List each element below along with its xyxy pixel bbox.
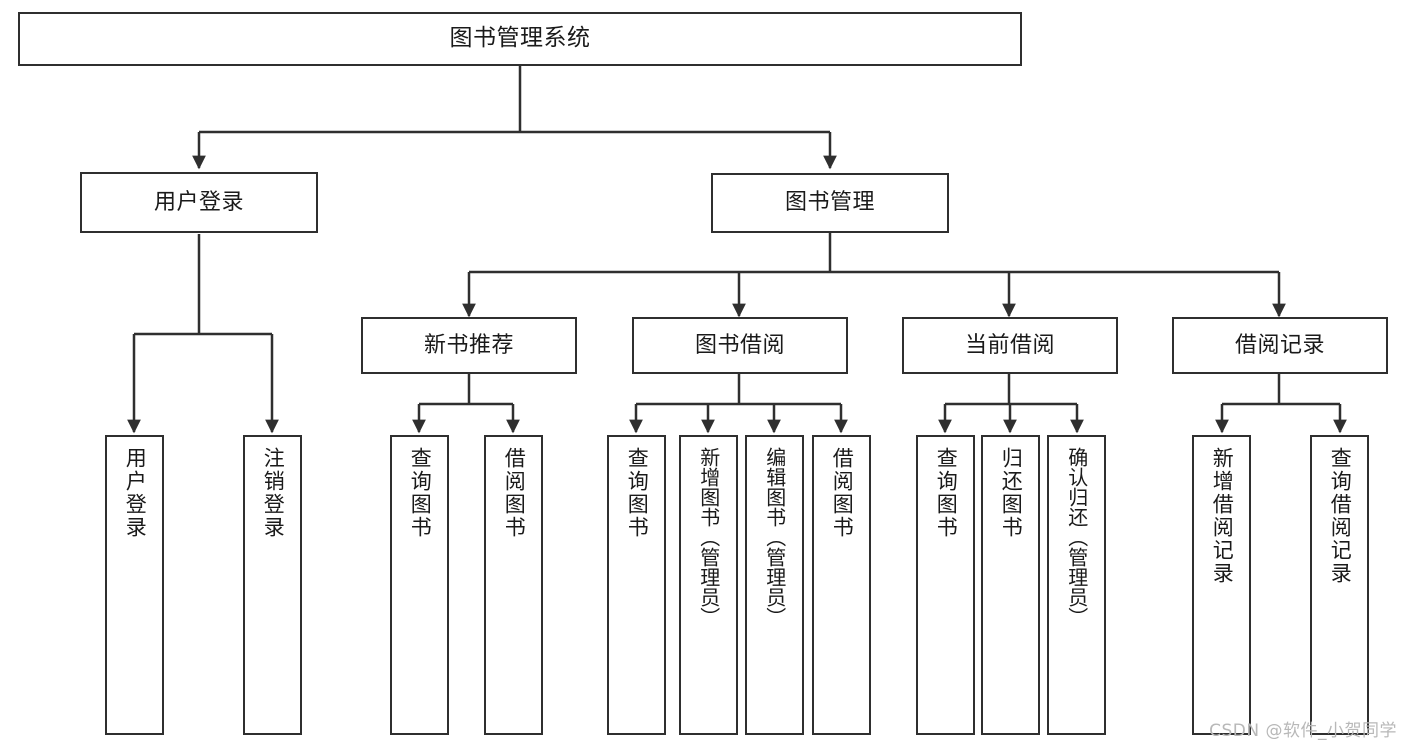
csdn-watermark: CSDN @软件_小贺同学 xyxy=(1209,721,1397,741)
node-book-management[interactable]: 图书管理 xyxy=(711,173,949,233)
leaf-confirm-return-admin[interactable]: 确认归还（管理员） xyxy=(1047,435,1106,735)
leaf-query-borrow-record[interactable]: 查询借阅记录 xyxy=(1310,435,1369,735)
node-label: 用户登录 xyxy=(123,447,148,539)
node-label: 借阅记录 xyxy=(1234,332,1325,358)
node-label: 图书管理系统 xyxy=(449,25,591,52)
node-label: 用户登录 xyxy=(153,189,244,215)
node-label: 新书推荐 xyxy=(423,332,514,358)
leaf-query-books-new[interactable]: 查询图书 xyxy=(390,435,449,735)
leaf-user-login[interactable]: 用户登录 xyxy=(105,435,164,735)
leaf-edit-book-admin[interactable]: 编辑图书（管理员） xyxy=(745,435,804,735)
node-label: 查询图书 xyxy=(625,447,650,539)
leaf-add-borrow-record[interactable]: 新增借阅记录 xyxy=(1192,435,1251,735)
node-label: 新增图书（管理员） xyxy=(696,447,721,627)
node-label: 借阅图书 xyxy=(830,447,855,539)
node-label: 查询借阅记录 xyxy=(1328,447,1353,585)
leaf-query-books-borrow[interactable]: 查询图书 xyxy=(607,435,666,735)
node-root-book-management-system[interactable]: 图书管理系统 xyxy=(18,12,1022,66)
node-label: 当前借阅 xyxy=(964,332,1055,358)
node-book-borrowing[interactable]: 图书借阅 xyxy=(632,317,848,374)
node-label: 注销登录 xyxy=(261,447,286,539)
node-label: 图书借阅 xyxy=(694,332,785,358)
leaf-add-book-admin[interactable]: 新增图书（管理员） xyxy=(679,435,738,735)
node-label: 查询图书 xyxy=(408,447,433,539)
node-label: 查询图书 xyxy=(934,447,959,539)
node-new-book-recommendation[interactable]: 新书推荐 xyxy=(361,317,577,374)
node-label: 新增借阅记录 xyxy=(1210,447,1235,585)
node-label: 借阅图书 xyxy=(502,447,527,539)
node-label: 确认归还（管理员） xyxy=(1064,447,1089,627)
node-current-borrowing[interactable]: 当前借阅 xyxy=(902,317,1118,374)
node-label: 归还图书 xyxy=(999,447,1024,539)
leaf-borrow-books[interactable]: 借阅图书 xyxy=(812,435,871,735)
node-user-login[interactable]: 用户登录 xyxy=(80,172,318,233)
node-borrowing-records[interactable]: 借阅记录 xyxy=(1172,317,1388,374)
leaf-borrow-books-new[interactable]: 借阅图书 xyxy=(484,435,543,735)
leaf-query-books-current[interactable]: 查询图书 xyxy=(916,435,975,735)
leaf-logout-login[interactable]: 注销登录 xyxy=(243,435,302,735)
node-label: 图书管理 xyxy=(784,190,875,216)
leaf-return-books[interactable]: 归还图书 xyxy=(981,435,1040,735)
node-label: 编辑图书（管理员） xyxy=(762,447,787,627)
